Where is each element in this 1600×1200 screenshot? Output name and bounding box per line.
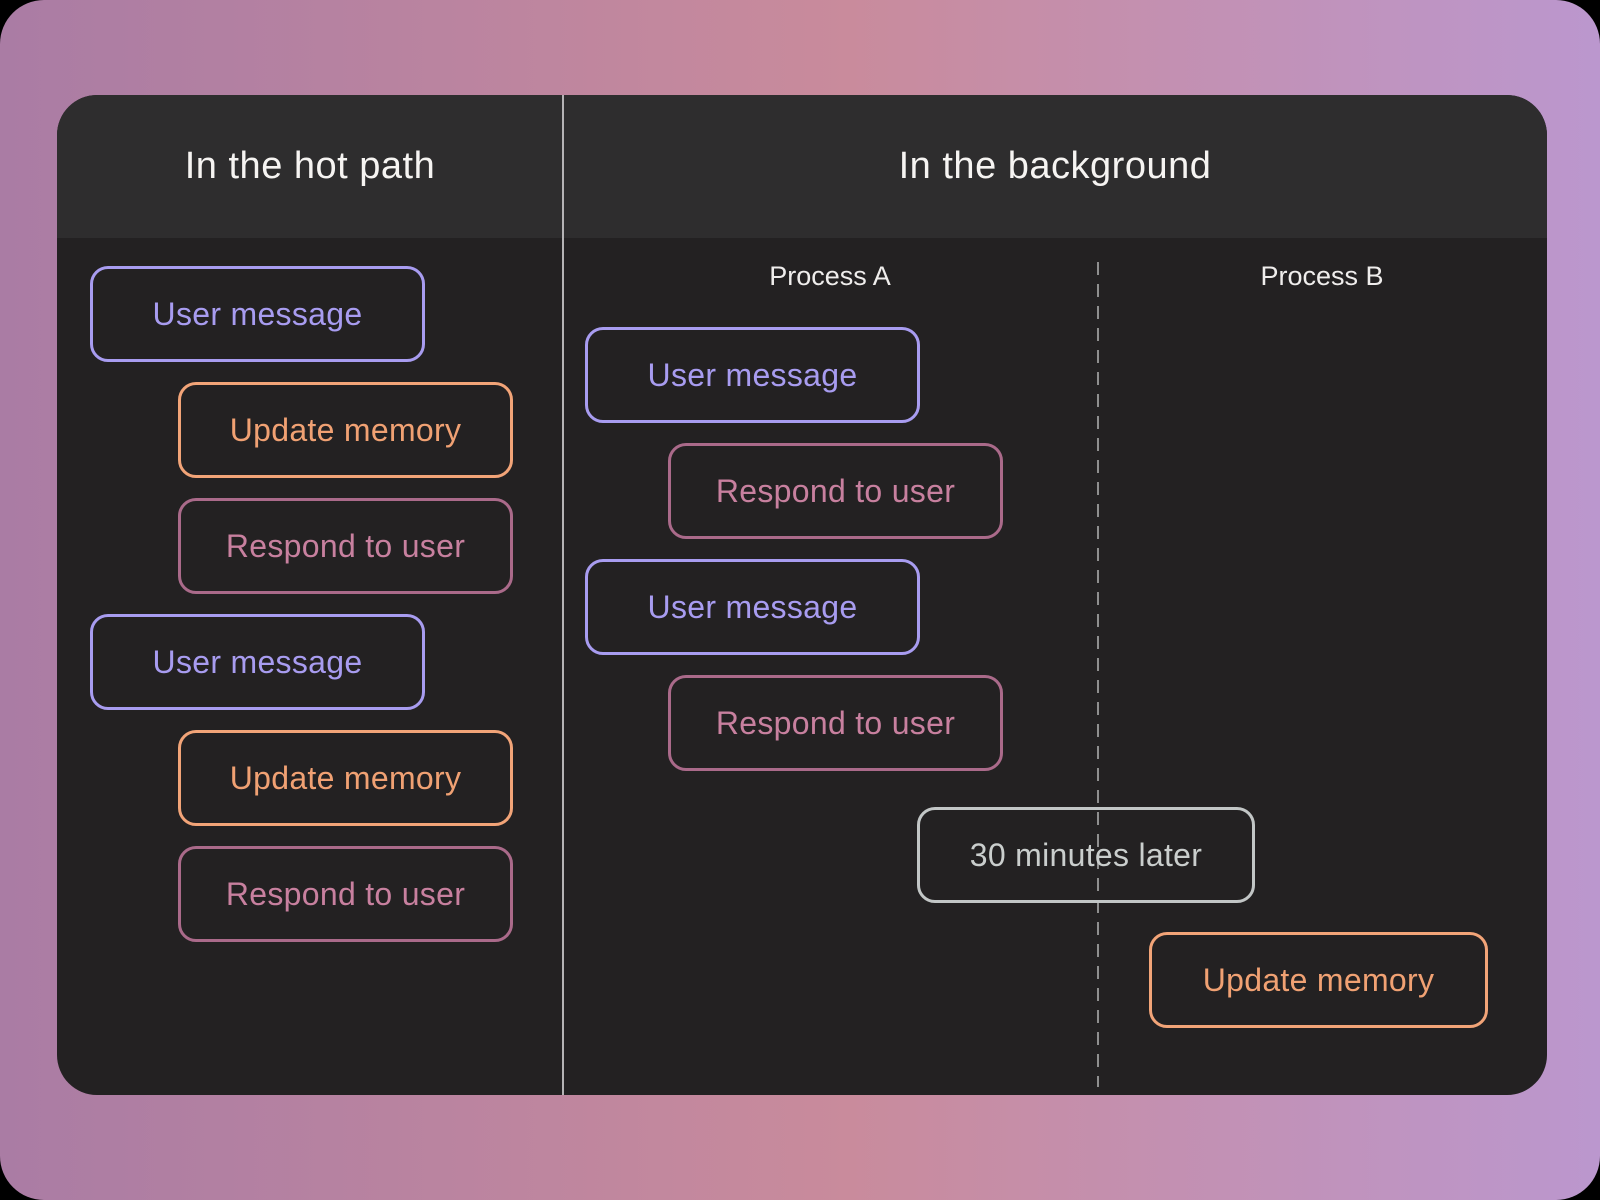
process-divider-dashed-line [1097, 262, 1099, 1087]
header-band [57, 95, 1547, 238]
hot-path-title: In the hot path [184, 145, 436, 187]
background-title: In the background [898, 145, 1212, 187]
node-user-message: User message [90, 614, 425, 710]
node-respond-to-user: Respond to user [668, 675, 1003, 771]
node-update-memory: Update memory [178, 382, 513, 478]
node-update-memory: Update memory [1149, 932, 1488, 1028]
lane-label-process-b: Process B [1260, 260, 1384, 291]
node-respond-to-user: Respond to user [668, 443, 1003, 539]
node-user-message: User message [585, 327, 920, 423]
diagram-canvas: In the hot path In the background Proces… [57, 95, 1547, 1095]
node-respond-to-user: Respond to user [178, 846, 513, 942]
node-respond-to-user: Respond to user [178, 498, 513, 594]
node-user-message: User message [90, 266, 425, 362]
node-user-message: User message [585, 559, 920, 655]
lane-label-process-a: Process A [769, 260, 891, 291]
panel-divider-line [562, 95, 564, 1095]
node-update-memory: Update memory [178, 730, 513, 826]
node-30-minutes-later: 30 minutes later [917, 807, 1255, 903]
